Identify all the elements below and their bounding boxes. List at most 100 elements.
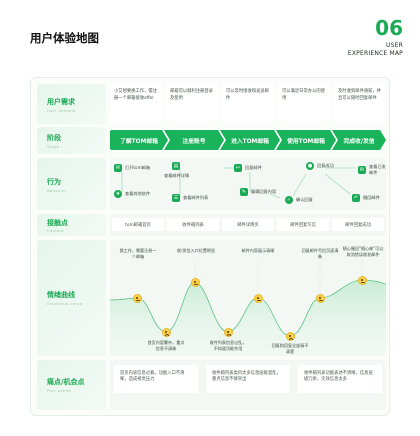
emotion-note-top: 邮件内容展示清晰 [241, 248, 275, 253]
emotion-note-bottom: 首页内容繁杂，重点信息不清晰 [147, 340, 185, 351]
need-cell: 小艾想要换工作，需注册一个邮箱接收offer [110, 84, 162, 122]
stage-step: 完成收/发信 [332, 130, 386, 150]
action-view-details: ▤ 查看邮件详情 [164, 162, 189, 178]
action-label: 编辑回复内容 [251, 189, 277, 195]
behavior-label: 行为 [47, 178, 61, 186]
behavior-flow-lines [121, 167, 356, 199]
subtitle-line-2: EXPERIENCE MAP [347, 50, 403, 57]
stage-step: 进入TOM邮箱 [220, 130, 280, 150]
action-label: 查看邮件列表 [183, 195, 209, 201]
edit-icon: ✎ [240, 188, 248, 196]
behavior-row: 行为 Behavior ✉ 打开tom邮箱 ★ 查看其他软件 [31, 158, 389, 210]
reply-icon: ↩ [234, 164, 242, 172]
pain-cell: 首页内容信息过载，功能入口不清晰，造成视觉压力 [114, 365, 198, 393]
pain-row: 痛点/机会点 Pain points 首页内容信息过载，功能入口不清晰，造成视觉… [31, 360, 389, 410]
stage-row-label: 阶段 Stage [37, 127, 106, 154]
success-icon: ● [306, 162, 314, 170]
emotion-note-bottom: 回复和回复全部搞不清楚 [271, 343, 309, 354]
needs-row-label: 用户需求 User demand [37, 84, 106, 124]
emotion-note-top: 随心撤回"随心邮"可以取消错误收发邮件 [342, 246, 384, 257]
happy-face-icon [253, 293, 263, 303]
subtitle-line-1: USER [386, 42, 403, 49]
action-reply-success: ● 回复成功 [306, 162, 334, 170]
touchpoint-cell: 收件箱列表 [167, 218, 219, 231]
check-icon: ✓ [285, 196, 293, 204]
needs-body: 小艾想要换工作，需注册一个邮箱接收offer 邮箱可以顺利注册登录及使用 可以及… [110, 84, 386, 124]
emotion-row: 情绪曲线 Emotional curve [31, 240, 389, 356]
page-number: 06 [375, 16, 403, 40]
emotion-label: 情绪曲线 [47, 291, 75, 299]
action-open-app: ✉ 打开tom邮箱 [114, 164, 150, 172]
stage-label-en: Stage [47, 144, 60, 149]
mail-icon: ✉ [114, 164, 122, 172]
touchpoint-cell: 邮件详情页 [222, 218, 274, 231]
needs-row: 用户需求 User demand 小艾想要换工作，需注册一个邮箱接收offer … [31, 84, 389, 124]
action-label: 查看邮件详情 [164, 173, 190, 178]
happy-face-icon [315, 293, 325, 303]
touchpoint-body: tom邮箱首页 收件箱列表 邮件详情页 邮件回复写信 邮件回复成功 [110, 214, 386, 236]
action-reply: ↩ 回复邮件 [234, 164, 262, 172]
action-label: 确认回复 [296, 197, 313, 203]
touchpoint-cell: tom邮箱首页 [112, 218, 164, 231]
touchpoint-row: 接触点 Contact tom邮箱首页 收件箱列表 邮件详情页 邮件回复写信 邮… [31, 214, 389, 236]
document-icon: ▤ [172, 162, 180, 170]
emotion-label-en: Emotional curve [47, 301, 83, 306]
happy-face-icon [190, 277, 200, 287]
undo-icon: ↶ [352, 194, 360, 202]
action-label: 撤回邮件 [363, 195, 380, 201]
action-back: ↶ 撤回邮件 [352, 194, 380, 202]
page-subtitle: USER EXPERIENCE MAP [313, 42, 403, 58]
sad-face-icon [161, 327, 171, 337]
sent-mail-icon: ✉ [358, 165, 366, 174]
pain-label-en: Pain points [47, 388, 72, 393]
pain-body: 首页内容信息过载，功能入口不清晰，造成视觉压力 收件箱列表类目太多信息层级混乱，… [110, 360, 386, 410]
action-view-list: ☰ 查看邮件列表 [172, 194, 208, 202]
emotion-note-top: 换工作，需要注册一个邮箱 [119, 248, 157, 259]
touchpoint-cell: 邮件回复成功 [332, 218, 384, 231]
action-label: 打开tom邮箱 [125, 165, 151, 171]
stage-step: 使用TOM邮箱 [276, 130, 336, 150]
touchpoint-label: 接触点 [47, 219, 68, 227]
need-cell: 邮箱可以顺利注册登录及使用 [166, 84, 218, 122]
emotion-note-top: 回复邮件写信页面清晰 [301, 248, 339, 259]
happy-face-icon [132, 293, 142, 303]
action-view-reply: ✉ 查看已发邮件 [358, 164, 389, 175]
stage-step: 注册账号 [164, 130, 224, 150]
action-edit-reply: ✎ 编辑回复内容 [240, 188, 276, 196]
behavior-label-en: Behavior [47, 188, 67, 193]
touchpoint-row-label: 接触点 Contact [37, 214, 106, 236]
action-label: 查看其他软件 [125, 191, 151, 197]
pain-cell: 收件箱列表功能表述不清晰，信息层级冗余，无效信息太多 [298, 365, 382, 393]
emotion-note-bottom: 收件列表信息过乱，不知道功能作用 [209, 340, 247, 351]
stage-body: 了解TOM邮箱 注册账号 进入TOM邮箱 使用TOM邮箱 完成收/发信 [110, 127, 386, 154]
action-label: 回复邮件 [245, 165, 262, 171]
stage-step: 了解TOM邮箱 [110, 130, 168, 150]
stage-label: 阶段 [47, 134, 61, 142]
emotion-note-top: 收/发信入口位置明显 [176, 248, 216, 253]
need-cell: 可以满足日常办公的使用 [278, 84, 330, 122]
emotion-body: 换工作，需要注册一个邮箱 收/发信入口位置明显 邮件内容展示清晰 回复邮件写信页… [110, 240, 386, 356]
action-confirm: ✓ 确认回复 [285, 196, 313, 204]
stage-row: 阶段 Stage 了解TOM邮箱 注册账号 进入TOM邮箱 使用TOM邮箱 完成… [31, 127, 390, 154]
sad-face-icon [223, 327, 233, 337]
needs-label-en: User demand [47, 108, 76, 113]
needs-label: 用户需求 [47, 98, 75, 106]
action-label: 回复成功 [317, 163, 334, 169]
behavior-body: ✉ 打开tom邮箱 ★ 查看其他软件 ▤ 查看邮件详情 ☰ 查看邮件列表 ↩ 回… [110, 158, 386, 210]
sad-face-icon [285, 331, 295, 341]
happy-face-icon [357, 275, 367, 285]
action-browse-info: ★ 查看其他软件 [114, 190, 150, 198]
page-title: 用户体验地图 [30, 31, 99, 45]
touchpoint-cell: 邮件回复写信 [277, 218, 329, 231]
touchpoint-label-en: Contact [47, 228, 64, 233]
star-icon: ★ [114, 190, 122, 198]
behavior-row-label: 行为 Behavior [37, 158, 106, 210]
pain-cell: 收件箱列表类目太多信息层级混乱，重点信息不够突出 [206, 365, 290, 393]
list-icon: ☰ [172, 194, 180, 202]
emotion-row-label: 情绪曲线 Emotional curve [37, 240, 106, 356]
pain-label: 痛点/机会点 [47, 378, 85, 386]
need-cell: 及时收到邮件通知，并且可以随时回复邮件 [334, 84, 386, 122]
pain-row-label: 痛点/机会点 Pain points [37, 360, 106, 410]
need-cell: 可以及时接收和发送邮件 [222, 84, 274, 122]
experience-map-board: 用户需求 User demand 小艾想要换工作，需注册一个邮箱接收offer … [30, 77, 390, 416]
